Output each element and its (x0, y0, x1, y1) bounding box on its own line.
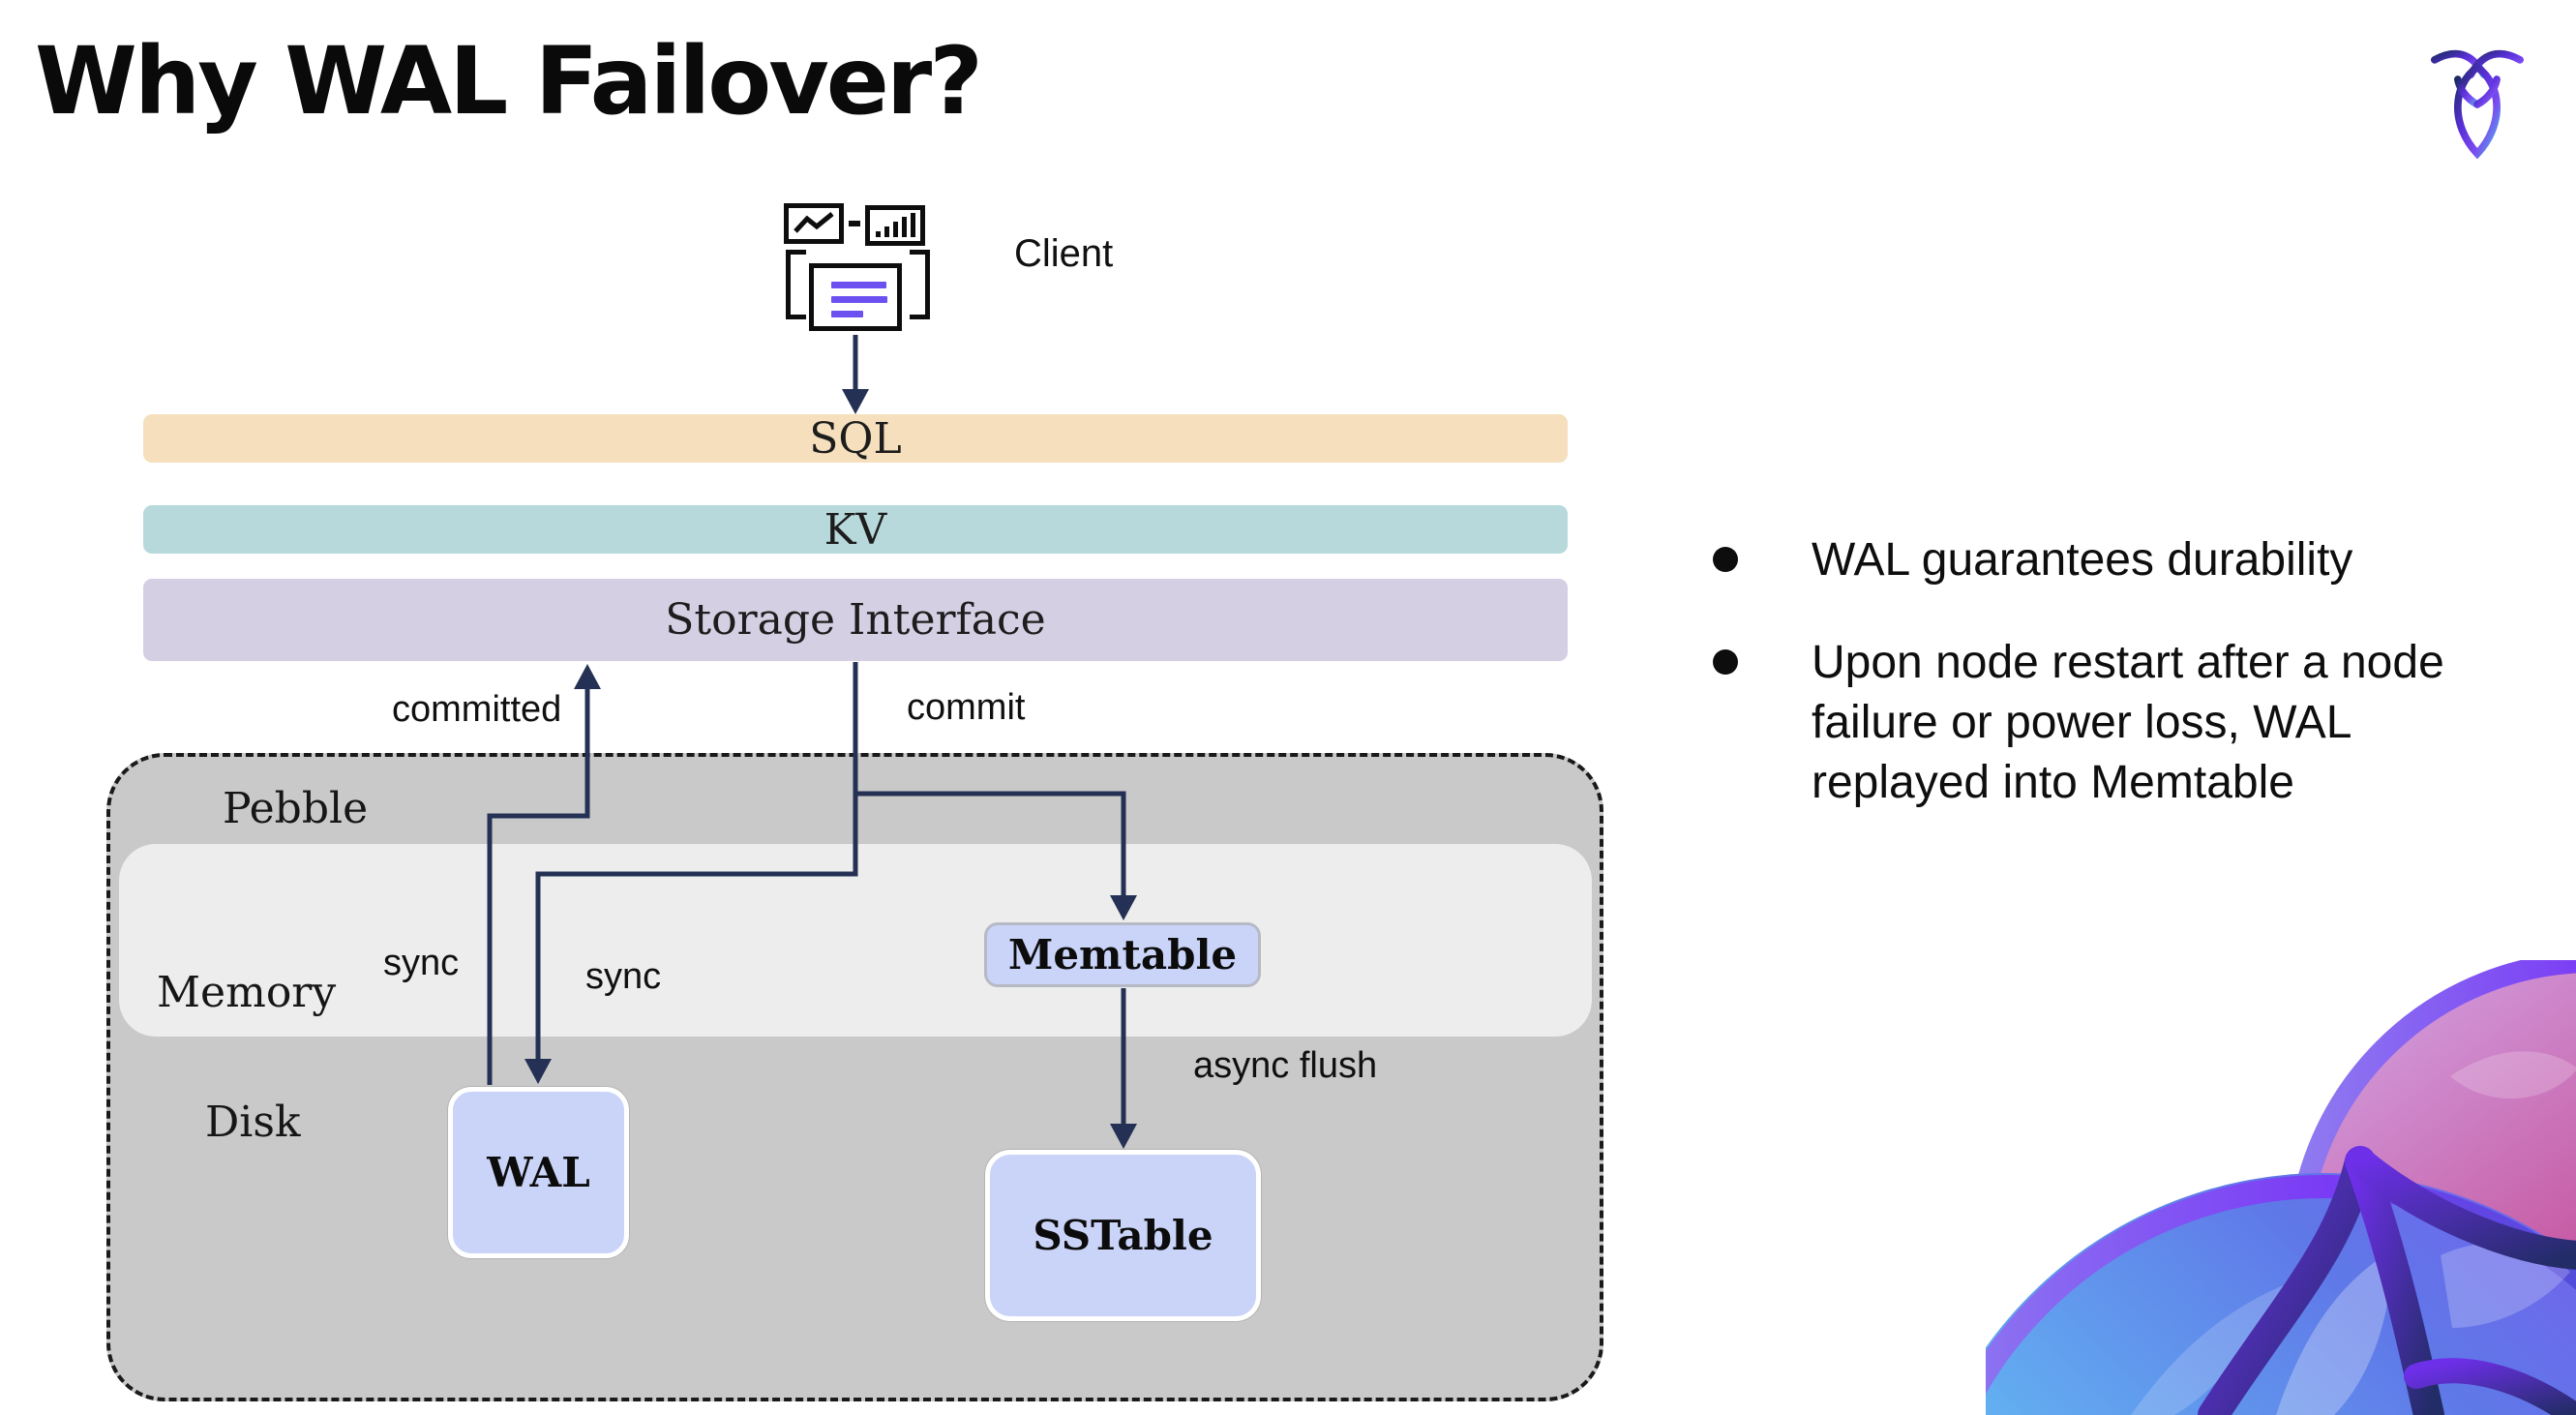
doc-line (831, 296, 887, 303)
layer-kv-label: KV (824, 504, 887, 555)
bullet-list: WAL guarantees durability Upon node rest… (1711, 530, 2466, 856)
bullet-dot-icon (1713, 547, 1738, 572)
layer-sql: SQL (143, 413, 1568, 464)
sstable-node: SSTable (985, 1150, 1261, 1321)
wal-label: WAL (487, 1149, 590, 1196)
bracket-left (786, 250, 806, 319)
layer-storage-label: Storage Interface (665, 595, 1046, 645)
layer-kv: KV (143, 504, 1568, 555)
dash-connector (849, 221, 860, 226)
memtable-label: Memtable (1007, 931, 1238, 978)
edge-label-sync-left: sync (383, 943, 460, 983)
bullet-text: WAL guarantees durability (1812, 534, 2353, 586)
sstable-label: SSTable (1033, 1212, 1213, 1259)
memory-band (119, 844, 1592, 1037)
document-icon (809, 263, 902, 331)
edge-label-async-flush: async flush (1193, 1045, 1378, 1086)
edge-label-sync-right: sync (585, 956, 662, 997)
bullet-item: WAL guarantees durability (1711, 530, 2466, 590)
layer-sql-label: SQL (809, 413, 902, 464)
disk-label: Disk (205, 1098, 301, 1147)
wal-node: WAL (448, 1087, 629, 1258)
memtable-node: Memtable (984, 922, 1261, 987)
bar-chart-icon (865, 205, 925, 246)
line-chart-icon (784, 203, 844, 244)
layer-storage-interface: Storage Interface (143, 579, 1568, 661)
memory-label: Memory (157, 968, 337, 1017)
cockroachdb-logo-icon (2431, 49, 2524, 160)
pebble-label: Pebble (223, 784, 369, 833)
edge-label-commit: commit (907, 687, 1026, 728)
bullet-item: Upon node restart after a node failure o… (1711, 633, 2466, 813)
bullet-text: Upon node restart after a node failure o… (1812, 637, 2444, 808)
brand-artwork (1986, 960, 2576, 1415)
pebble-container: Pebble Memory Disk (106, 753, 1603, 1401)
bracket-right (910, 250, 930, 319)
doc-line (831, 282, 886, 288)
doc-line (831, 311, 863, 317)
client-terminal-icon (784, 199, 930, 335)
client-label: Client (1014, 232, 1114, 275)
page-title: Why WAL Failover? (35, 27, 983, 135)
bullet-dot-icon (1713, 649, 1738, 675)
edge-label-committed: committed (392, 689, 562, 730)
